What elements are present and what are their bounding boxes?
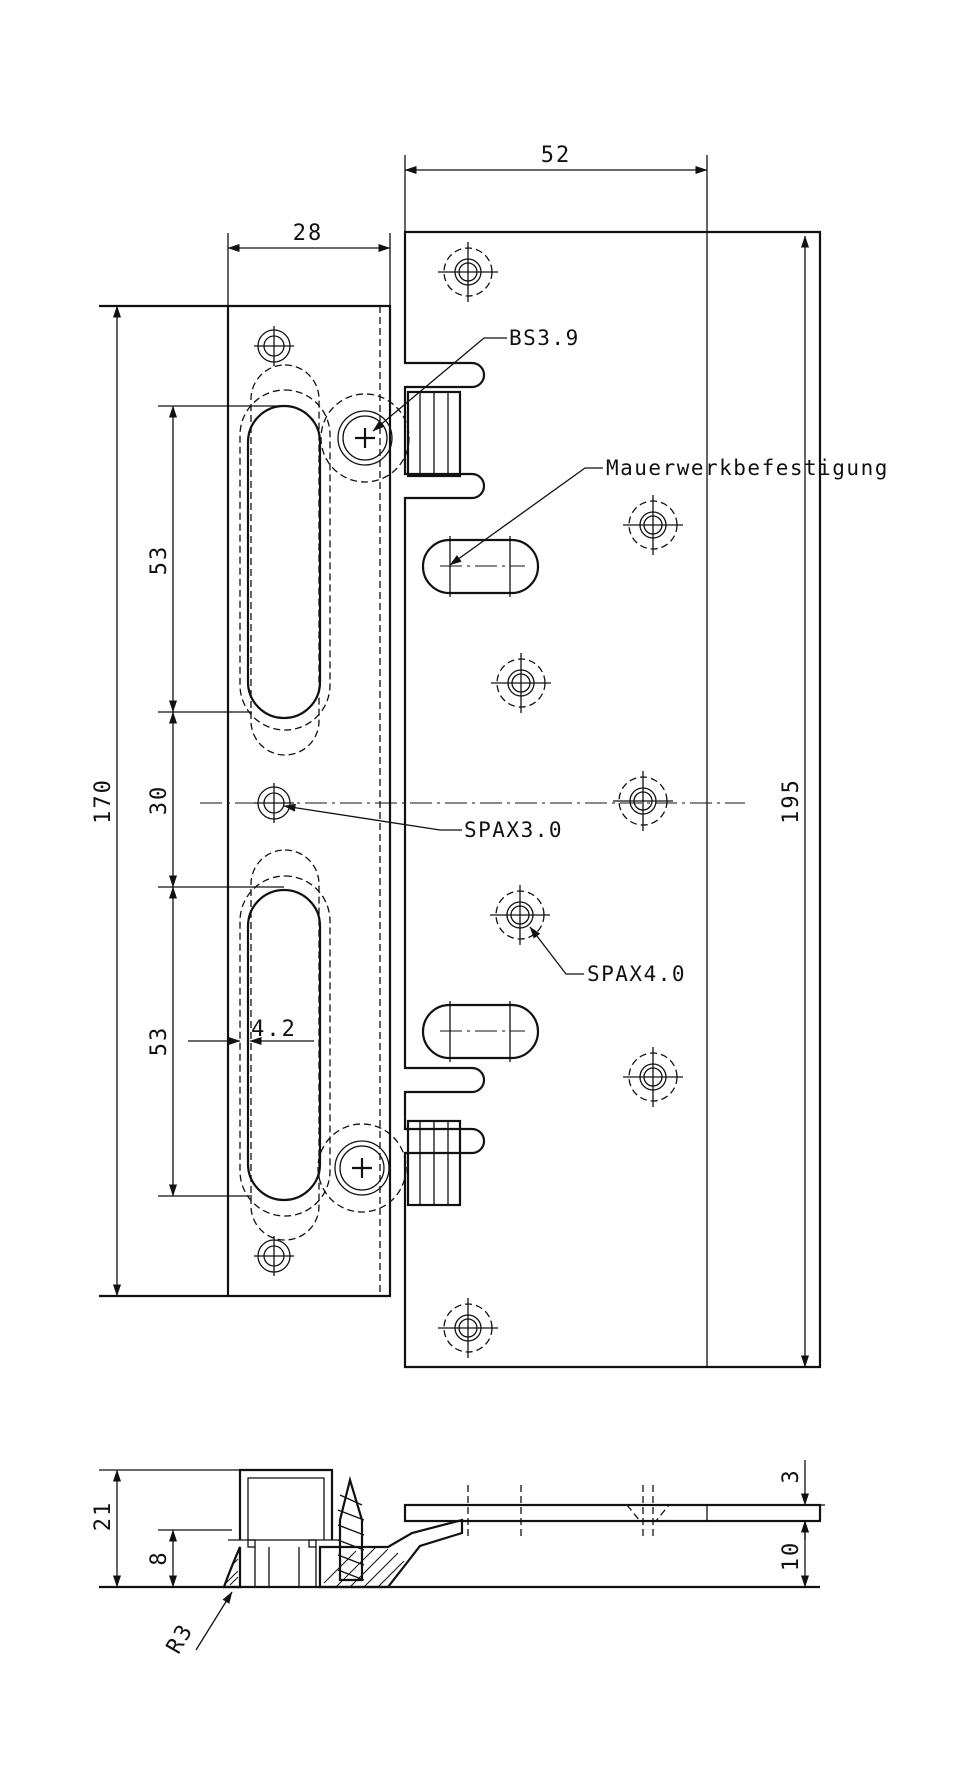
callout-masonry: Mauerwerkbefestigung [449, 456, 889, 566]
label-masonry: Mauerwerkbefestigung [606, 456, 889, 480]
dimension-leaf-width: 28 [227, 221, 391, 306]
dimension-section-height: 21 [91, 1469, 240, 1588]
hinge-knuckle-lower [406, 1119, 462, 1207]
section-hatch-right [318, 1518, 464, 1589]
dimension-plate-thickness: 3 [779, 1460, 825, 1540]
callout-spax40: SPAX4.0 [529, 926, 686, 986]
screw-hole [437, 241, 499, 303]
screw-hole [437, 1297, 499, 1359]
leaf-hole-bottom [254, 1236, 294, 1276]
dimension-text: 30 [147, 785, 172, 816]
wall-plate [403, 230, 822, 1369]
dimension-text: 4.2 [251, 1017, 297, 1042]
dimension-plate-width: 52 [404, 143, 708, 232]
dimension-text: 28 [293, 221, 324, 246]
masonry-slot-upper [421, 536, 540, 597]
dimension-text: 53 [147, 545, 172, 576]
dimension-plate-height: 195 [779, 235, 821, 1368]
dimension-slot-offset: 4.2 [188, 1017, 314, 1045]
frame-leaf [99, 304, 745, 1298]
dimension-text: 8 [147, 1550, 172, 1565]
dimension-text: 53 [147, 1026, 172, 1057]
screw-hole [622, 1046, 684, 1108]
dimension-text: R3 [162, 1619, 199, 1658]
dimension-leaf-height: 170 [91, 305, 121, 1297]
masonry-slot-lower [421, 1001, 540, 1062]
dimension-text: 21 [91, 1501, 116, 1532]
screw-hole [489, 884, 551, 946]
screw-head-upper [320, 393, 410, 483]
screw-hole [490, 652, 552, 714]
leaf-slot-upper [239, 364, 331, 756]
dimension-plate-offset: 10 [779, 1520, 809, 1588]
wood-screw [337, 1475, 365, 1582]
leaf-slot-lower [239, 849, 331, 1241]
dimension-text: 10 [779, 1541, 804, 1572]
dimension-text: 195 [779, 778, 804, 824]
label-spax40: SPAX4.0 [587, 962, 686, 986]
dimension-text: 170 [91, 778, 116, 824]
dimension-text: 3 [779, 1468, 804, 1483]
screw-head-lower [317, 1123, 407, 1213]
leaf-hole-top [254, 326, 294, 366]
dimension-text: 52 [541, 143, 572, 168]
section-view [99, 1468, 822, 1589]
section-hatch-left [222, 1546, 242, 1589]
label-bs39: BS3.9 [509, 326, 580, 350]
screw-hole [612, 770, 674, 832]
screw-hole [622, 494, 684, 556]
callout-spax30: SPAX3.0 [283, 803, 563, 842]
dimension-slot-chain: 53 30 53 [147, 405, 284, 1197]
hinge-knuckle-upper [406, 390, 462, 478]
callout-bs39: BS3.9 [372, 326, 580, 432]
label-spax30: SPAX3.0 [464, 818, 563, 842]
dimension-radius: R3 [162, 1591, 233, 1658]
dimension-section-base: 8 [147, 1529, 232, 1588]
